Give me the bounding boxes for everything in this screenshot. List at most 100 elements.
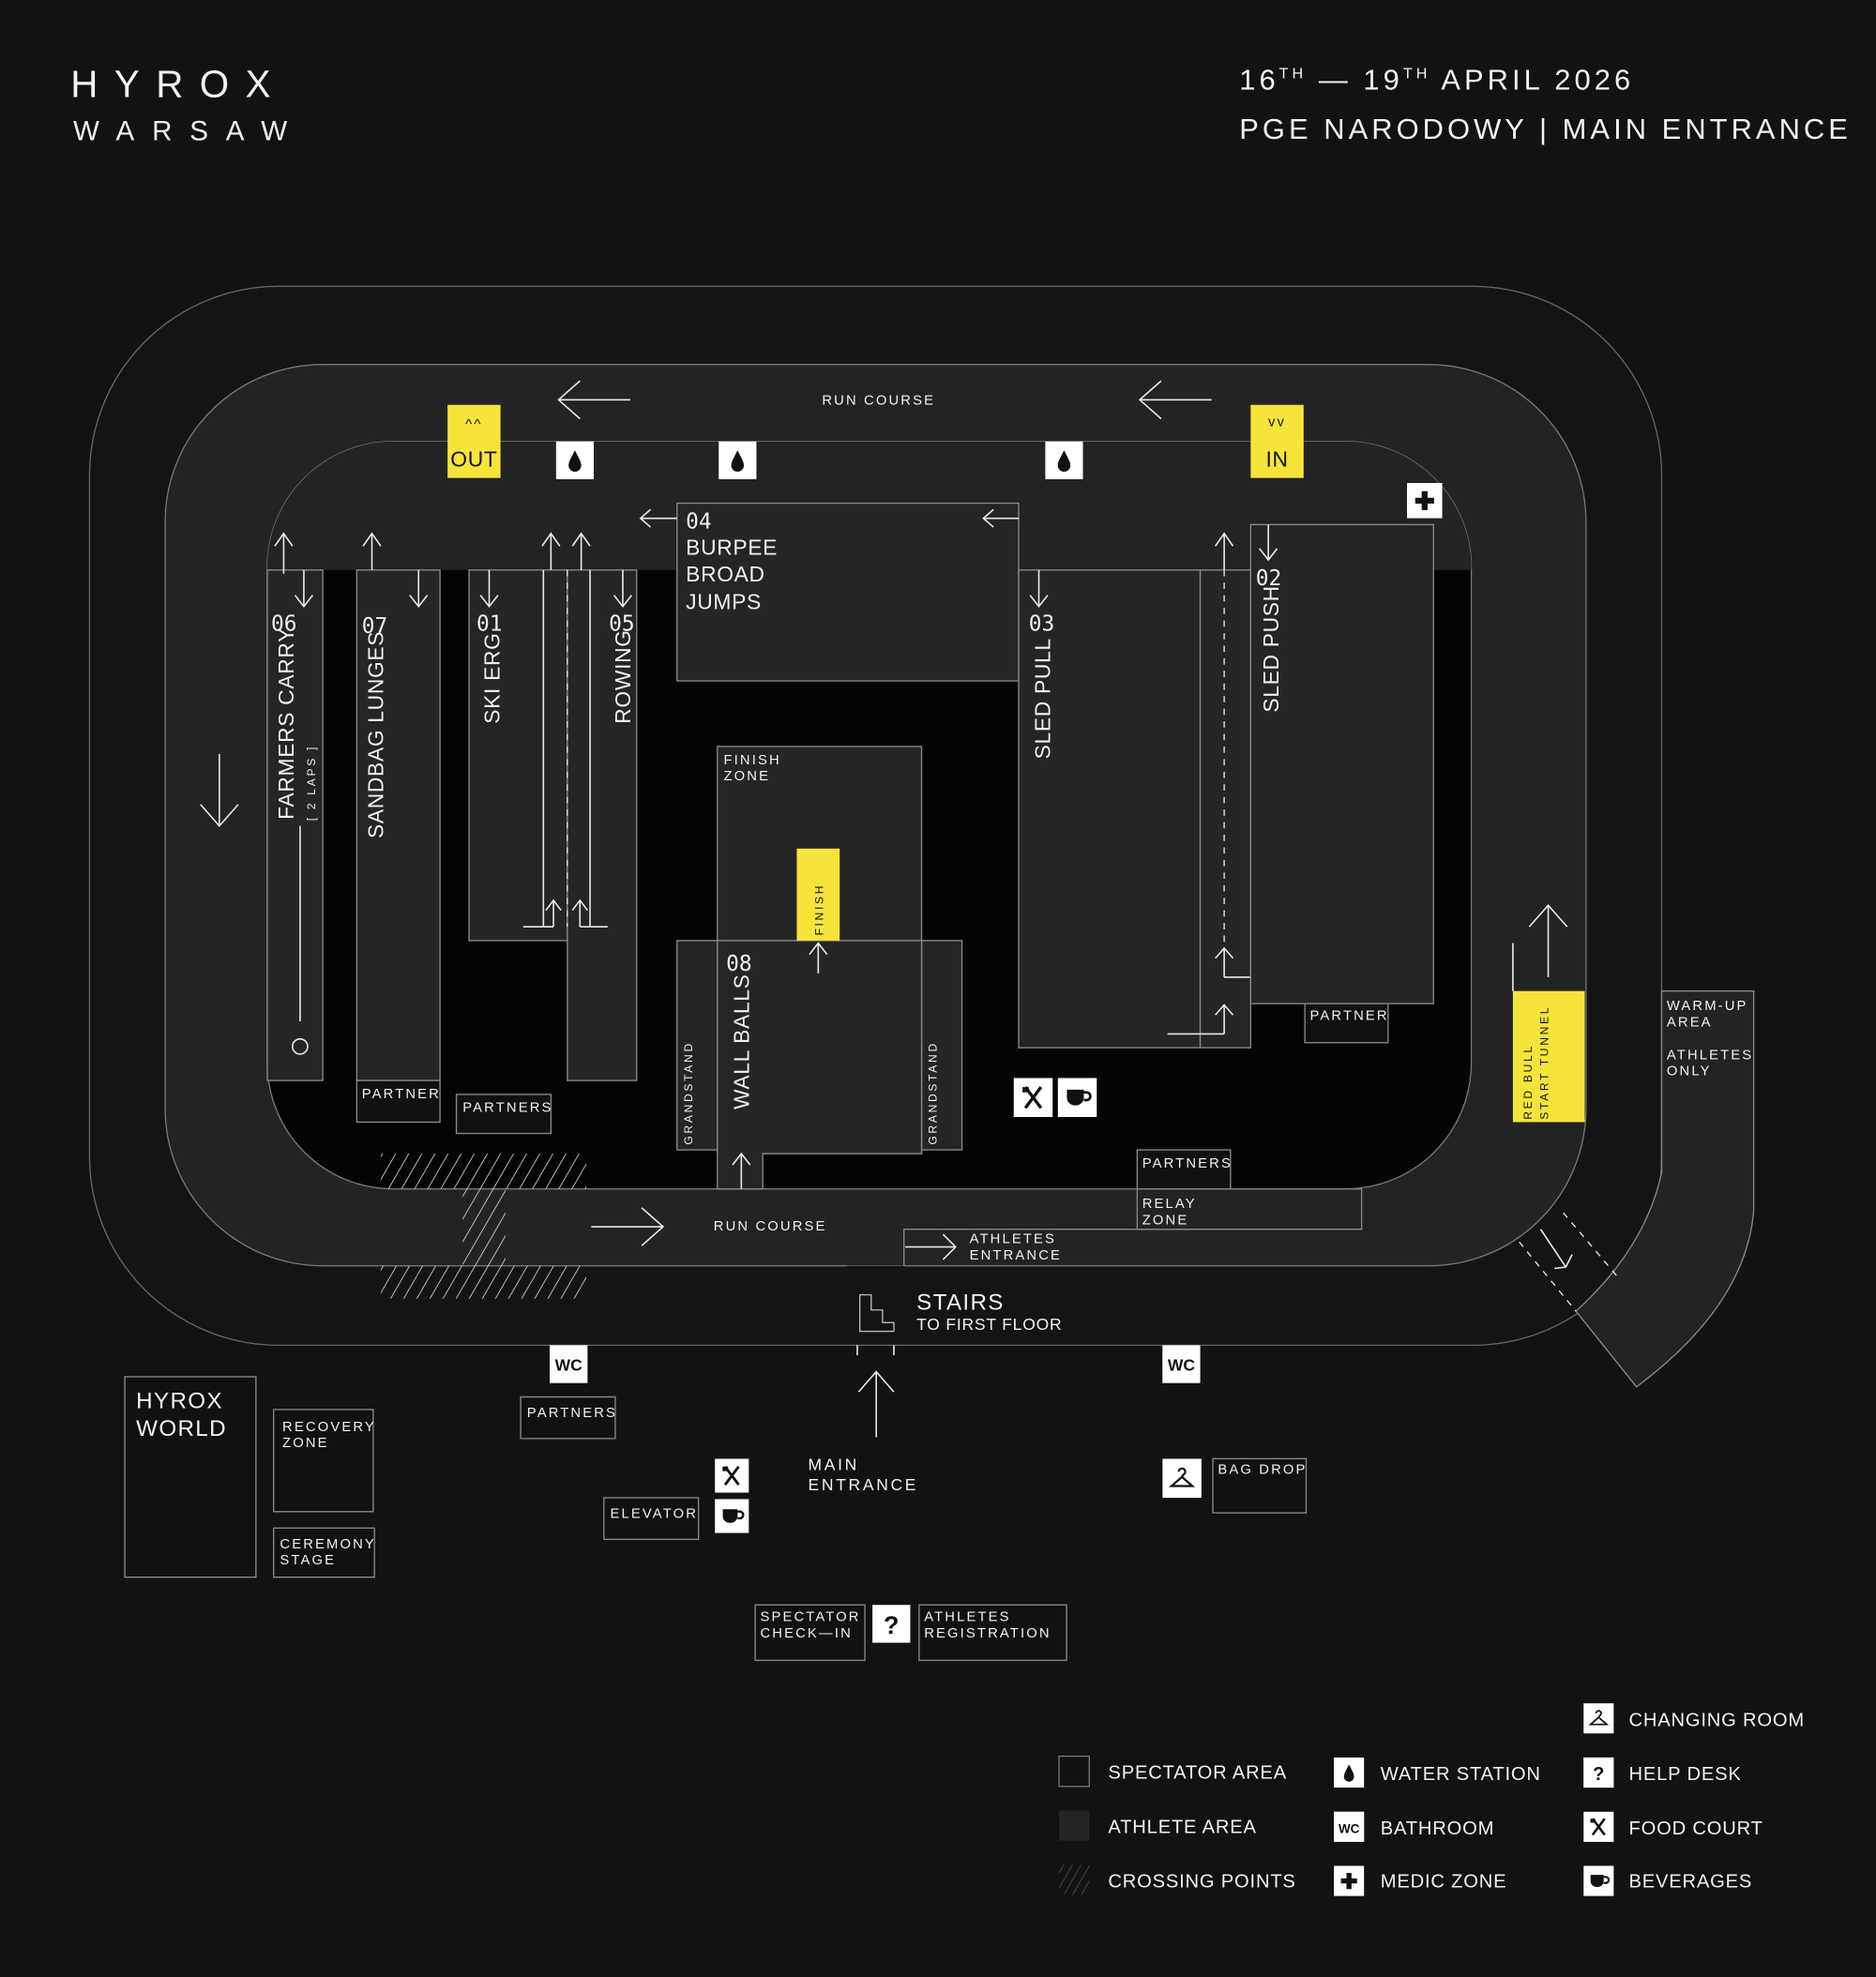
water-station-icon <box>719 441 757 479</box>
station-05-rowing: 05 ROWING <box>567 532 638 1081</box>
partner-box: PARTNER <box>1304 1003 1389 1044</box>
station-name: BROAD <box>686 562 765 586</box>
elevator-label: ELEVATOR <box>611 1507 699 1522</box>
station-name: ROWING <box>611 629 635 723</box>
spectator-label: SPECTATOR <box>760 1610 860 1625</box>
crossing-point <box>380 1154 586 1189</box>
main-entrance: MAIN ENTRANCE <box>809 1345 919 1494</box>
out-label: OUT <box>450 447 497 472</box>
venue-name: PGE NARODOWY | MAIN ENTRANCE <box>1239 113 1852 145</box>
legend-label: HELP DESK <box>1629 1764 1742 1785</box>
warmup-label: WARM-UP <box>1667 999 1748 1014</box>
water-station-icon <box>1334 1757 1365 1788</box>
recovery-label: RECOVERY <box>282 1420 376 1435</box>
legend-label: WATER STATION <box>1381 1764 1541 1785</box>
changing-room-icon <box>1162 1458 1202 1499</box>
partner-box: PARTNER <box>356 1079 441 1124</box>
beverages-icon <box>1583 1865 1614 1896</box>
legend-label: BATHROOM <box>1381 1819 1494 1839</box>
date-rest: APRIL 2026 <box>1430 64 1634 97</box>
wc-label: WC <box>555 1355 582 1374</box>
date-end-suffix: TH <box>1403 66 1431 83</box>
bag-drop-label: BAG DROP <box>1218 1462 1307 1477</box>
help-desk-icon: ? <box>1583 1757 1614 1788</box>
partner-label: PARTNER <box>1310 1009 1389 1024</box>
legend-label: SPECTATOR AREA <box>1108 1763 1287 1784</box>
course-out-marker: ^^ OUT <box>447 404 501 478</box>
brand-title: HYROX <box>70 63 287 106</box>
finish-zone-label: FINISH <box>724 753 781 768</box>
wc-glyph: WC <box>1339 1822 1360 1836</box>
legend-label: FOOD COURT <box>1629 1819 1763 1839</box>
legend-crossing-swatch <box>1059 1864 1090 1895</box>
course-in-marker: vv IN <box>1250 404 1304 478</box>
legend-label: CROSSING POINTS <box>1108 1871 1295 1892</box>
brand-city: WARSAW <box>73 115 305 146</box>
station-name: FARMERS CARRY <box>274 627 298 820</box>
station-number: 07 <box>362 614 387 639</box>
main-entrance-label-2: ENTRANCE <box>809 1475 919 1494</box>
medic-icon <box>1334 1865 1365 1896</box>
medic-icon <box>1407 483 1443 519</box>
station-number: 01 <box>477 611 502 636</box>
arrow-up-icon <box>857 1370 895 1438</box>
arrow-right-icon <box>591 1207 665 1246</box>
chevron-down-icon: vv <box>1268 415 1286 430</box>
recovery-label-2: ZONE <box>282 1436 329 1451</box>
station-name: JUMPS <box>686 589 762 613</box>
athletes-reg-label-2: REGISTRATION <box>924 1626 1051 1641</box>
arrow-down-icon <box>200 754 239 827</box>
station-06-farmers-carry: 06 FARMERS CARRY [ 2 LAPS ] <box>266 532 324 1081</box>
hyrox-world-label: HYROX <box>136 1389 223 1414</box>
hyrox-world-label-2: WORLD <box>136 1416 227 1441</box>
station-number: 04 <box>686 509 712 534</box>
run-course-label-bottom: RUN COURSE <box>714 1219 827 1234</box>
station-name: BURPEE <box>686 536 778 560</box>
station-07-sandbag-lunges: 07 SANDBAG LUNGES <box>356 532 441 1081</box>
stairs-sublabel: TO FIRST FLOOR <box>916 1315 1062 1334</box>
help-glyph: ? <box>884 1611 899 1639</box>
help-glyph: ? <box>1593 1764 1604 1785</box>
station-04-burpee-broad-jumps: 04 BURPEE BROAD JUMPS <box>639 502 1020 682</box>
station-01-ski-erg: 01 SKI ERG <box>468 532 568 942</box>
legend-label: CHANGING ROOM <box>1629 1710 1805 1730</box>
partners-label: PARTNERS <box>527 1406 617 1421</box>
date-separator: — 19 <box>1307 64 1403 97</box>
date-start: 16 <box>1239 64 1278 97</box>
partner-label: PARTNER <box>362 1087 441 1102</box>
stairs-label: STAIRS <box>916 1290 1005 1316</box>
station-name: WALL BALLS <box>729 973 753 1109</box>
partners-box: PARTNERS <box>520 1396 617 1440</box>
beverages-icon <box>715 1499 749 1533</box>
station-name: SKI ERG <box>479 632 504 723</box>
arrow-left-icon <box>1138 380 1212 420</box>
ceremony-label-2: STAGE <box>280 1553 336 1568</box>
station-number: 03 <box>1029 611 1055 636</box>
athletes-entrance: ATHLETES ENTRANCE <box>903 1229 1362 1266</box>
athletes-reg-label: ATHLETES <box>924 1610 1010 1625</box>
help-desk-icon: ? <box>872 1605 911 1643</box>
athletes-only-label-2: ONLY <box>1667 1064 1712 1079</box>
run-course-label-top: RUN COURSE <box>822 394 935 409</box>
finish-zone-label-2: ZONE <box>724 769 771 784</box>
arrow-right-icon <box>905 1233 957 1260</box>
grandstand-label: GRANDSTAND <box>927 1041 940 1145</box>
finish-line-marker: FINISH <box>796 848 840 973</box>
finish-label: FINISH <box>813 883 826 936</box>
date-start-suffix: TH <box>1279 66 1308 83</box>
partners-box: PARTNERS <box>455 1094 552 1135</box>
food-court-icon <box>1013 1078 1053 1118</box>
arrow-left-icon <box>557 380 631 420</box>
stairs: STAIRS TO FIRST FLOOR <box>847 1265 1062 1334</box>
station-number: 06 <box>271 611 297 636</box>
legend-athlete-swatch <box>1059 1810 1090 1841</box>
food-court-icon <box>1583 1811 1614 1842</box>
station-laps-note: [ 2 LAPS ] <box>305 745 318 821</box>
tunnel-label: RED BULL <box>1521 1044 1535 1120</box>
